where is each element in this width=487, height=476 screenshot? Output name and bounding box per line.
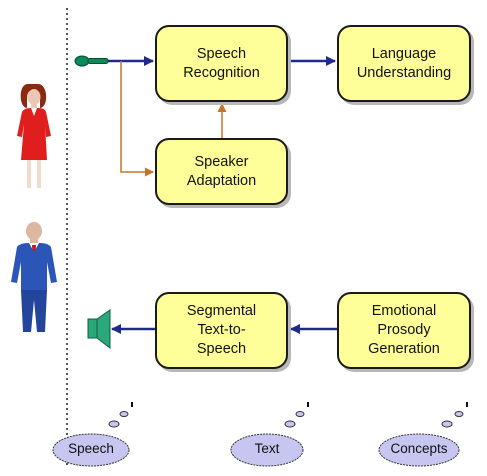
language-understanding-box: Language Understanding (337, 25, 471, 102)
emotional-prosody-box: Emotional Prosody Generation (337, 292, 471, 369)
concepts-cloud-label: Concepts (390, 441, 448, 456)
speech-cloud (52, 402, 133, 467)
loudspeaker-icon (87, 309, 111, 350)
segmental-tts-box: Segmental Text-to- Speech (155, 292, 288, 369)
text-cloud (230, 402, 309, 467)
speech-cloud-label: Speech (68, 441, 114, 456)
arrow-mic-to-adaptation (120, 61, 154, 177)
text-cloud-label: Text (254, 441, 280, 456)
speaker-adaptation-box: Speaker Adaptation (155, 138, 288, 205)
speech-recognition-box: Speech Recognition (155, 25, 288, 102)
female-user-icon (17, 84, 51, 188)
concepts-cloud (378, 402, 468, 467)
male-user-icon (11, 222, 57, 332)
microphone-icon (74, 55, 109, 67)
